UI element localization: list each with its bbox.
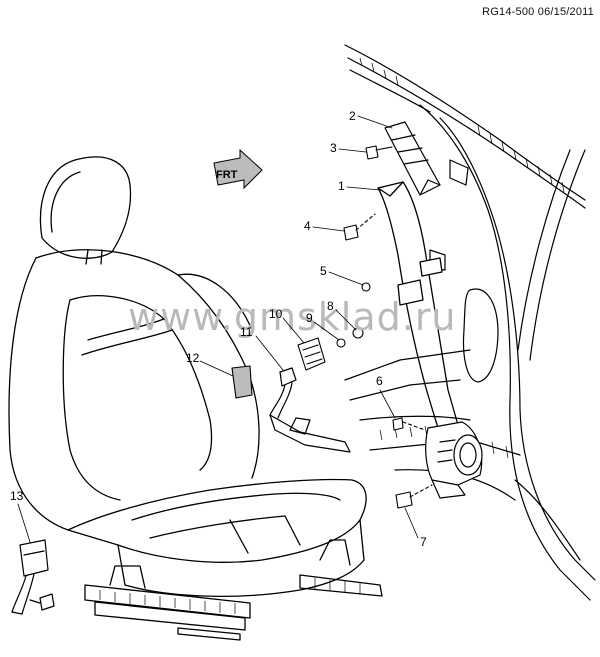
callout-5: 5: [320, 264, 364, 286]
roof-rail-detail: [359, 57, 565, 459]
front-arrow-label: FRT: [216, 169, 238, 181]
seat-illustration: [8, 156, 383, 641]
callout-7: 7: [404, 507, 427, 549]
bracket-10: [297, 337, 326, 371]
callout-11: 11: [240, 325, 284, 371]
bolt-6: [392, 417, 426, 431]
callout-6: 6: [376, 374, 396, 419]
callout-8: 8: [327, 299, 357, 331]
callout-label-3: 3: [330, 141, 337, 155]
callout-label-4: 4: [304, 219, 311, 233]
seat-belt-webbing: [377, 181, 459, 429]
document-reference: RG14-500 06/15/2011: [482, 6, 594, 18]
callout-label-2: 2: [349, 109, 356, 123]
front-direction-arrow: FRT: [213, 148, 263, 190]
callout-label-9: 9: [306, 311, 313, 325]
callout-1: 1: [338, 179, 381, 193]
callout-label-10: 10: [269, 307, 283, 321]
bolt-3: [365, 145, 393, 160]
callout-label-13: 13: [10, 489, 24, 503]
seat-belt-retractor: [425, 421, 483, 499]
callout-label-12: 12: [186, 351, 200, 365]
callout-4: 4: [304, 219, 345, 233]
callout-10: 10: [269, 307, 305, 344]
callout-9: 9: [306, 311, 340, 341]
callout-label-5: 5: [320, 264, 327, 278]
seat-track-detail: [99, 578, 361, 614]
callouts: 2 3 1 4 5 8 10: [10, 109, 427, 549]
bolt-7: [395, 484, 433, 509]
callout-label-6: 6: [376, 374, 383, 388]
callout-label-7: 7: [420, 535, 427, 549]
callout-label-1: 1: [338, 179, 345, 193]
buckle-anchor-11: [269, 367, 351, 453]
anchor-8: [352, 327, 364, 339]
callout-label-11: 11: [240, 325, 253, 339]
callout-2: 2: [349, 109, 393, 129]
callout-12: 12: [186, 351, 234, 377]
bolt-4: [343, 213, 376, 241]
shoulder-belt-height-adjuster: [384, 121, 441, 196]
callout-13: 13: [10, 489, 31, 543]
cover-12: [231, 365, 253, 399]
callout-label-8: 8: [327, 299, 334, 313]
fastener-5: [361, 282, 371, 292]
nut-9: [336, 338, 346, 348]
b-pillar-body-structure: [344, 44, 596, 601]
callout-3: 3: [330, 141, 367, 155]
watermark-text: www.gmsklad.ru: [128, 295, 457, 339]
buckle-13: [11, 539, 55, 615]
